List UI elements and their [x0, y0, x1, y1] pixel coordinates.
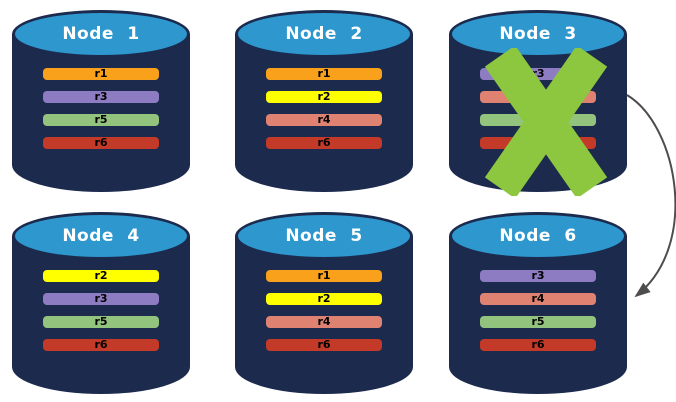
replica-bar-r2: r2	[266, 293, 382, 305]
replica-bars: r1 r2 r4 r6	[266, 68, 382, 149]
cylinder-body	[12, 236, 190, 394]
replica-bar-r5: r5	[480, 316, 596, 328]
replica-bars: r3 r4 r5 r6	[480, 270, 596, 351]
cylinder-body	[235, 236, 413, 394]
cylinder-body	[12, 34, 190, 192]
node-title: Node 2	[285, 24, 363, 44]
node-title: Node 6	[499, 226, 577, 246]
replica-bar-r6: r6	[43, 137, 159, 149]
replica-bar-r6: r6	[266, 137, 382, 149]
replica-bar-r1: r1	[266, 270, 382, 282]
node-4: Node 4 r2 r3 r5 r6	[12, 212, 190, 396]
node-title: Node 4	[62, 226, 140, 246]
node-title: Node 3	[499, 24, 577, 44]
cylinder-top: Node 3	[449, 10, 627, 58]
cylinder-body	[235, 34, 413, 192]
replica-bar-r3: r3	[480, 270, 596, 282]
replica-bars: r1 r2 r4 r6	[266, 270, 382, 351]
replica-bar-r2: r2	[43, 270, 159, 282]
replica-bar-r1: r1	[43, 68, 159, 80]
replica-bar-r3: r3	[43, 91, 159, 103]
replica-bars: r2 r3 r5 r6	[43, 270, 159, 351]
cylinder-top: Node 1	[12, 10, 190, 58]
cylinder-top: Node 5	[235, 212, 413, 260]
node-1: Node 1 r1 r3 r5 r6	[12, 10, 190, 194]
cylinder-top: Node 6	[449, 212, 627, 260]
replica-bars: r1 r3 r5 r6	[43, 68, 159, 149]
replica-bar-r5: r5	[43, 114, 159, 126]
replica-bar-r4: r4	[480, 293, 596, 305]
node-6: Node 6 r3 r4 r5 r6	[449, 212, 627, 396]
replica-bar-r6: r6	[480, 339, 596, 351]
replica-bar-r4: r4	[266, 114, 382, 126]
cylinder-top: Node 2	[235, 10, 413, 58]
node-2: Node 2 r1 r2 r4 r6	[235, 10, 413, 194]
cylinder-top: Node 4	[12, 212, 190, 260]
node-5: Node 5 r1 r2 r4 r6	[235, 212, 413, 396]
node-title: Node 5	[285, 226, 363, 246]
replica-bar-r5: r5	[43, 316, 159, 328]
replica-bar-r6: r6	[266, 339, 382, 351]
node-3: Node 3r3r4r5r6	[449, 10, 627, 199]
failover-arrow-path	[626, 94, 676, 298]
cylinder-body	[449, 236, 627, 394]
node-title: Node 1	[62, 24, 140, 44]
replica-bar-r6: r6	[43, 339, 159, 351]
replica-bar-r4: r4	[266, 316, 382, 328]
replica-bar-r1: r1	[266, 68, 382, 80]
replica-bar-r3: r3	[43, 293, 159, 305]
replica-bar-r2: r2	[266, 91, 382, 103]
failure-x-icon	[484, 45, 608, 200]
